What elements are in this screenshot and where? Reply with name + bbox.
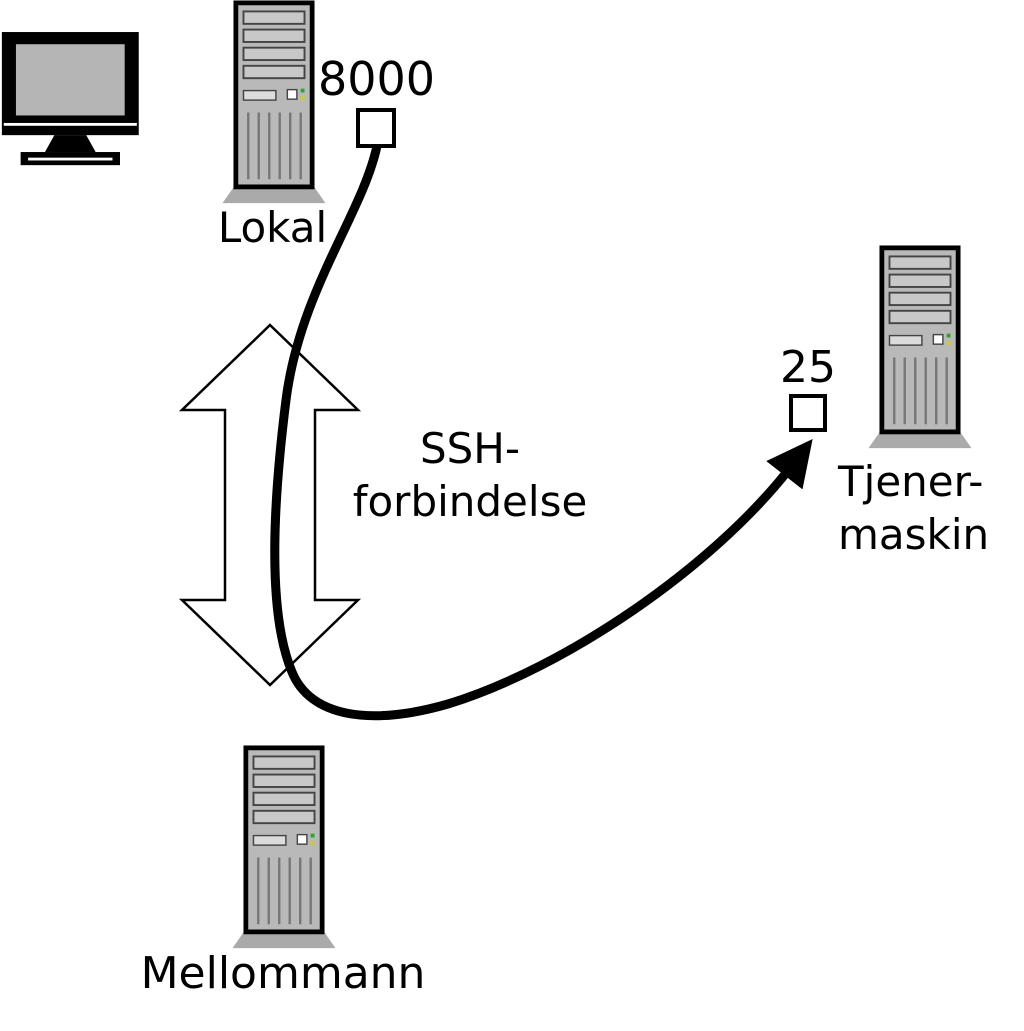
- local-label: Lokal: [217, 203, 328, 252]
- server-label-line2: maskin: [838, 509, 990, 559]
- ssh-label: SSH- forbindelse: [335, 423, 605, 528]
- server-label: Tjener- maskin: [838, 456, 989, 561]
- server-label-line1: Tjener-: [838, 457, 984, 506]
- port-8000-label: 8000: [318, 52, 436, 106]
- port-8000-box: [356, 108, 396, 148]
- port-25-label: 25: [780, 342, 836, 393]
- ssh-double-arrow: [178, 323, 362, 687]
- middleman-label: Mellommann: [140, 948, 426, 999]
- ssh-label-line2: forbindelse: [352, 476, 588, 526]
- ssh-label-line1: SSH-: [419, 424, 521, 473]
- port-25-box: [789, 394, 827, 432]
- port-forward-cable: [270, 141, 813, 721]
